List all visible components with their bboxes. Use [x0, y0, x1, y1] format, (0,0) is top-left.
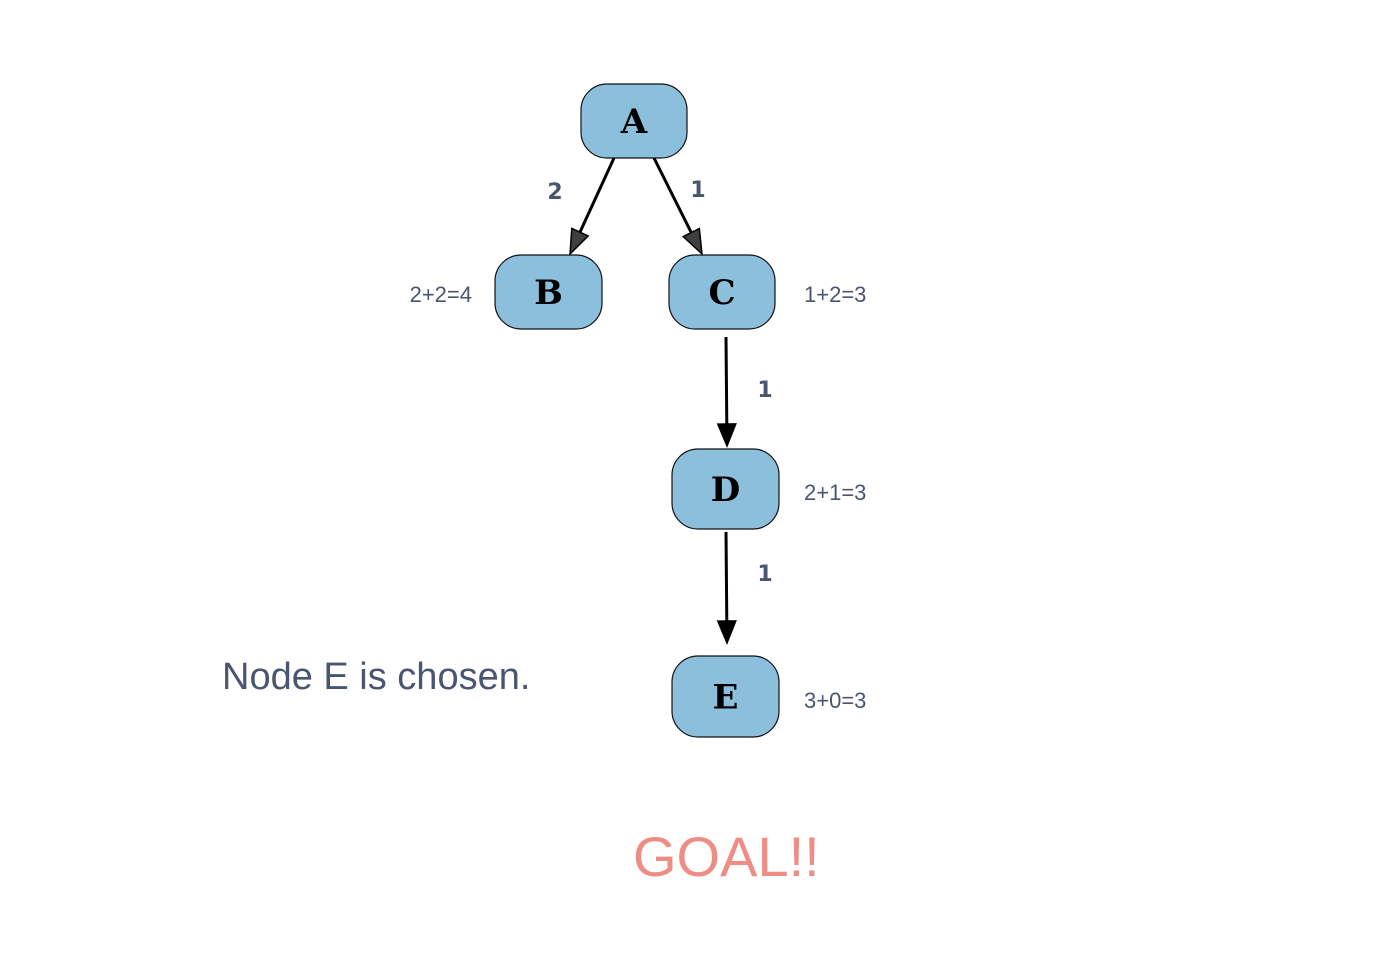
node-box: [580, 83, 688, 159]
edge-d-e: [716, 531, 737, 645]
edge-c-d: [716, 336, 737, 448]
edge-line: [724, 531, 729, 622]
node-box: [671, 655, 780, 738]
node-box: [671, 448, 780, 530]
arrowhead: [681, 227, 703, 256]
edge-line: [724, 336, 729, 425]
arrowhead: [716, 423, 737, 448]
edges-layer: [569, 157, 737, 645]
node-b: B: [494, 254, 603, 330]
edge-weight-c-d: 1: [757, 378, 772, 403]
node-cost-d: 2+1=3: [804, 480, 866, 505]
nodes-layer: A B C D E: [494, 83, 780, 738]
arrowhead: [569, 227, 590, 256]
edge-line: [652, 157, 693, 234]
node-d: D: [671, 448, 780, 530]
edge-a-c: [652, 157, 703, 256]
node-cost-e: 3+0=3: [804, 688, 866, 713]
edge-line: [578, 157, 616, 233]
node-box: [668, 254, 776, 330]
node-label: A: [620, 102, 648, 142]
caption-text: Node E is chosen.: [222, 656, 531, 698]
arrowhead: [716, 620, 737, 645]
edge-weights-layer: 2 1 1 1: [547, 178, 772, 587]
node-e: E: [671, 655, 780, 738]
node-a: A: [580, 83, 688, 159]
node-label: C: [708, 273, 735, 313]
node-label: E: [713, 678, 739, 718]
edge-a-b: [569, 157, 616, 256]
node-c: C: [668, 254, 776, 330]
node-cost-b: 2+2=4: [410, 282, 472, 307]
node-cost-c: 1+2=3: [804, 282, 866, 307]
edge-weight-a-b: 2: [547, 180, 562, 205]
node-label: B: [534, 273, 563, 313]
node-box: [494, 254, 603, 330]
node-label: D: [711, 470, 740, 510]
edge-weight-a-c: 1: [690, 178, 705, 203]
node-costs-layer: 2+2=4 1+2=3 2+1=3 3+0=3: [410, 282, 867, 713]
goal-text: GOAL!!: [633, 825, 820, 888]
edge-weight-d-e: 1: [757, 562, 772, 587]
